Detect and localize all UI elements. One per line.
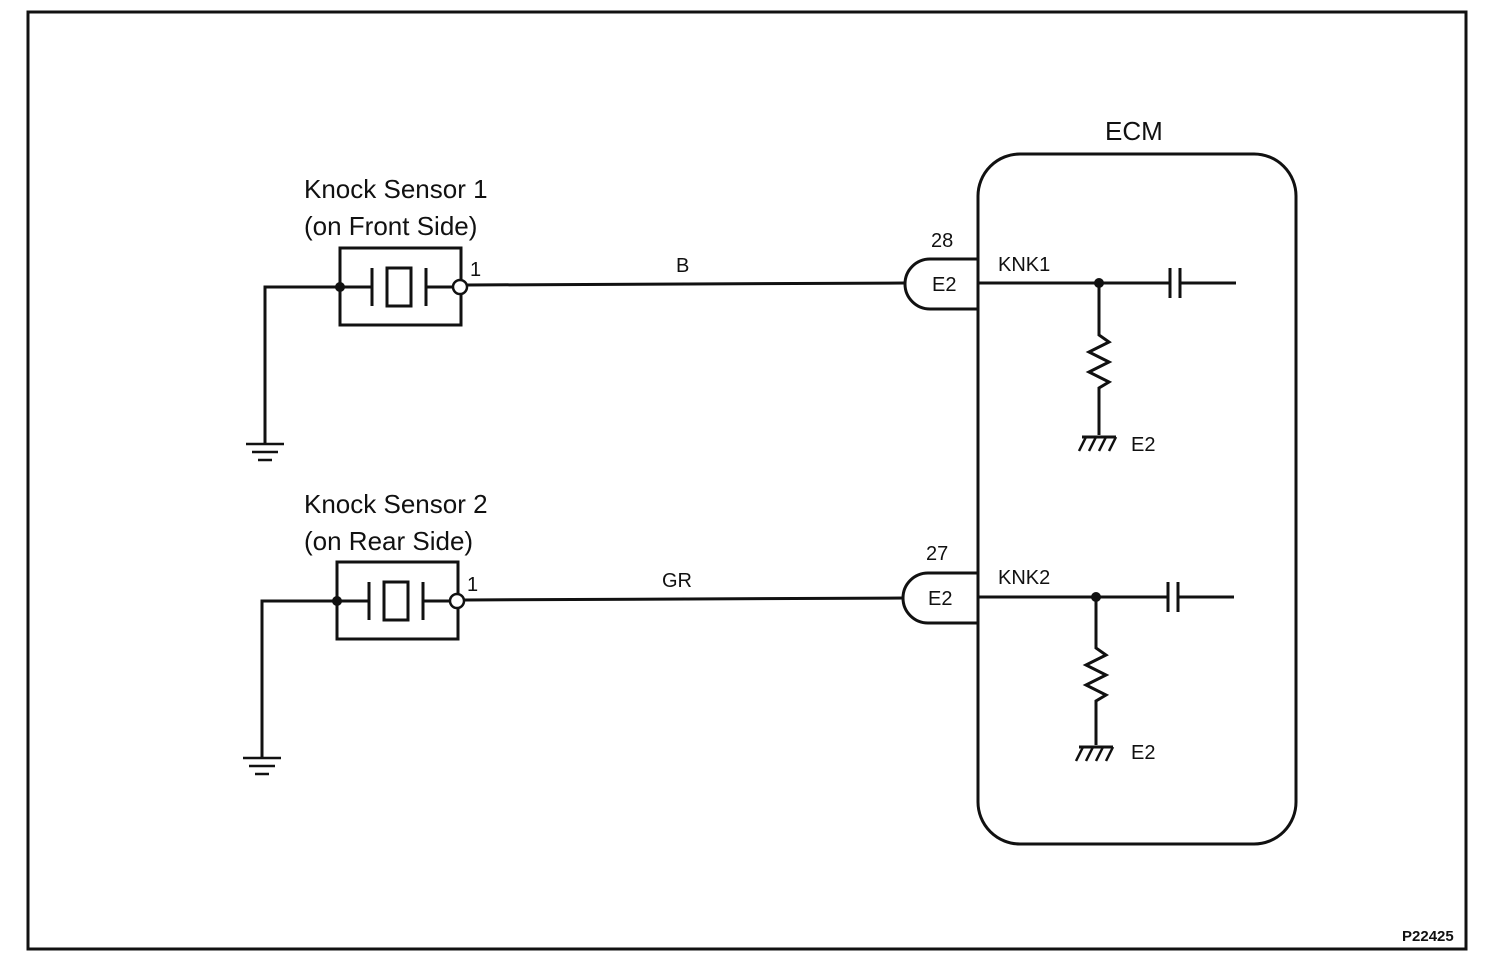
connector-e2-pin-28: [903, 257, 980, 311]
sensor-2-pin: 1: [467, 574, 478, 596]
sensor-1-name: Knock Sensor 1: [304, 174, 488, 204]
connector-1-label: E2: [932, 274, 956, 296]
sensor-2-location: (on Rear Side): [304, 526, 473, 556]
piezo-element-icon: [332, 580, 466, 622]
ecm-label: ECM: [1105, 116, 1163, 146]
capacitor-icon: [1166, 582, 1234, 612]
signal-knk2: KNK2: [998, 567, 1050, 589]
resistor-icon: [1085, 283, 1113, 435]
resistor-icon: [1082, 597, 1110, 745]
sensor-2-wire-color: GR: [662, 570, 692, 592]
ground-e2-2: E2: [1131, 742, 1155, 764]
diagram-frame: [26, 10, 1468, 951]
ground-symbol: [243, 756, 281, 776]
sensor-1-circuit: Knock Sensor 1 (on Front Side) 1 B 28 E2…: [246, 174, 1236, 462]
chassis-ground-icon: [1077, 435, 1118, 452]
connector-e2-pin-27: [901, 571, 980, 625]
ecm-pin-28: 28: [931, 230, 953, 252]
connector-2-label: E2: [928, 588, 952, 610]
sensor-2-name: Knock Sensor 2: [304, 489, 488, 519]
ecm-box: [976, 152, 1298, 846]
piezo-element-icon: [335, 266, 469, 308]
sensor-2-circuit: Knock Sensor 2 (on Rear Side) 1 GR 27 E2…: [243, 489, 1234, 776]
signal-knk1: KNK1: [998, 254, 1050, 276]
sensor-1-location: (on Front Side): [304, 211, 477, 241]
ground-symbol: [246, 442, 284, 462]
sensor-1-pin: 1: [470, 259, 481, 281]
ecm-pin-27: 27: [926, 543, 948, 565]
ground-e2-1: E2: [1131, 434, 1155, 456]
sensor-1-wire-color: B: [676, 255, 689, 277]
chassis-ground-icon: [1074, 745, 1115, 762]
figure-code: P22425: [1402, 928, 1454, 945]
capacitor-icon: [1168, 268, 1236, 298]
